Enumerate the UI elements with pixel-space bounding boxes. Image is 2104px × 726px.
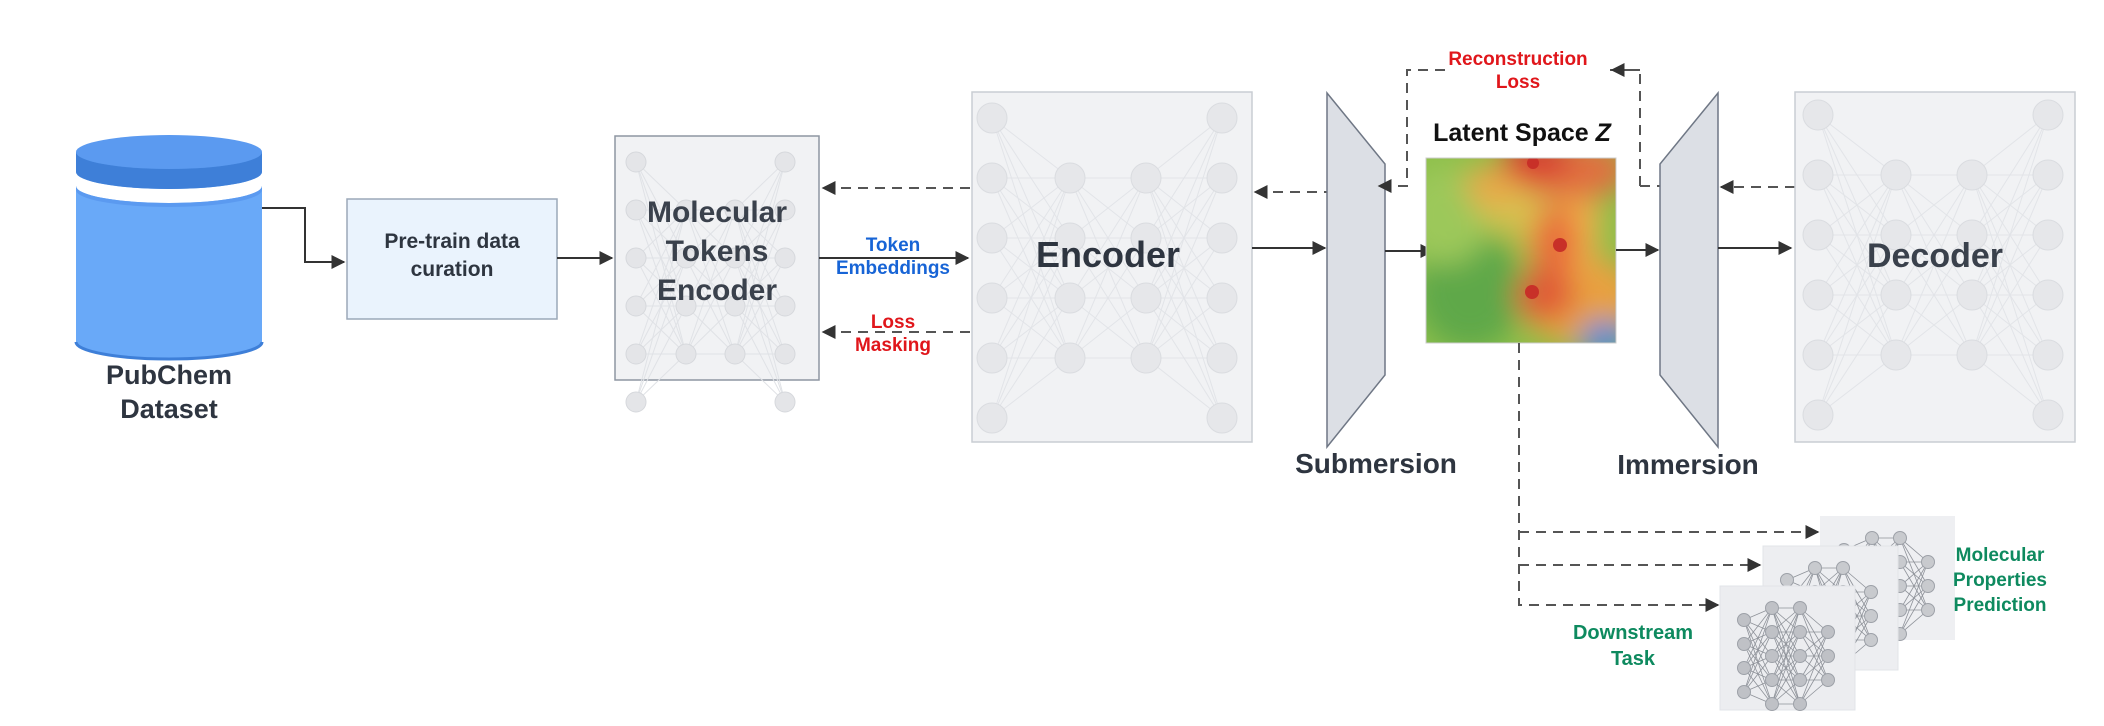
loss-masking-label-line1: Loss xyxy=(871,312,915,333)
properties-label-line3: Prediction xyxy=(1954,595,2047,616)
latent-space-label: Latent Space xyxy=(1433,119,1596,147)
task-label-line2: Task xyxy=(1611,648,1656,670)
encoder-network-icon xyxy=(976,102,1238,434)
latent-symbol: Z xyxy=(1595,119,1613,147)
properties-label-line2: Properties xyxy=(1953,570,2047,591)
task-label-line1: Downstream xyxy=(1573,622,1693,644)
tokens-encoder-label-line1: Molecular xyxy=(647,196,787,229)
loss-masking-label-line2: Masking xyxy=(855,335,931,356)
encoder-box xyxy=(971,91,1253,443)
curation-label-line1: Pre-train data xyxy=(384,230,520,253)
submersion-shape xyxy=(1326,90,1386,450)
dataset-cylinder-icon xyxy=(74,135,264,361)
token-embeddings-label-line1: Token xyxy=(866,235,921,256)
submersion-label: Submersion xyxy=(1295,448,1457,479)
immersion-shape xyxy=(1659,90,1719,450)
dataset-label-line1: PubChem xyxy=(106,360,232,390)
tokens-encoder-label-line3: Encoder xyxy=(657,274,777,307)
properties-label-line1: Molecular xyxy=(1956,545,2045,566)
curation-label-line2: curation xyxy=(411,258,494,281)
task-card-front xyxy=(1719,585,1856,711)
decoder-label: Decoder xyxy=(1867,237,2003,275)
edge-dataset-to-curation xyxy=(262,207,346,269)
edge-latent-to-task-lower xyxy=(1518,343,1720,612)
edge-reconstruction-loss-left xyxy=(1377,69,1445,193)
reconstruction-loss-label-line2: Loss xyxy=(1496,72,1540,93)
tokens-encoder-network-icon xyxy=(625,151,796,413)
encoder-label: Encoder xyxy=(1036,234,1180,275)
curation-box xyxy=(346,198,558,320)
dataset-label-line2: Dataset xyxy=(120,394,218,424)
latent-space-title: Latent Space Z xyxy=(1433,119,1613,147)
token-embeddings-label-line2: Embeddings xyxy=(836,258,950,279)
tokens-encoder-label-line2: Tokens xyxy=(666,235,769,268)
reconstruction-loss-label-line1: Reconstruction xyxy=(1448,49,1587,70)
latent-space-heatmap xyxy=(1426,158,1616,343)
immersion-label: Immersion xyxy=(1617,449,1759,480)
decoder-network-icon xyxy=(1802,99,2064,431)
